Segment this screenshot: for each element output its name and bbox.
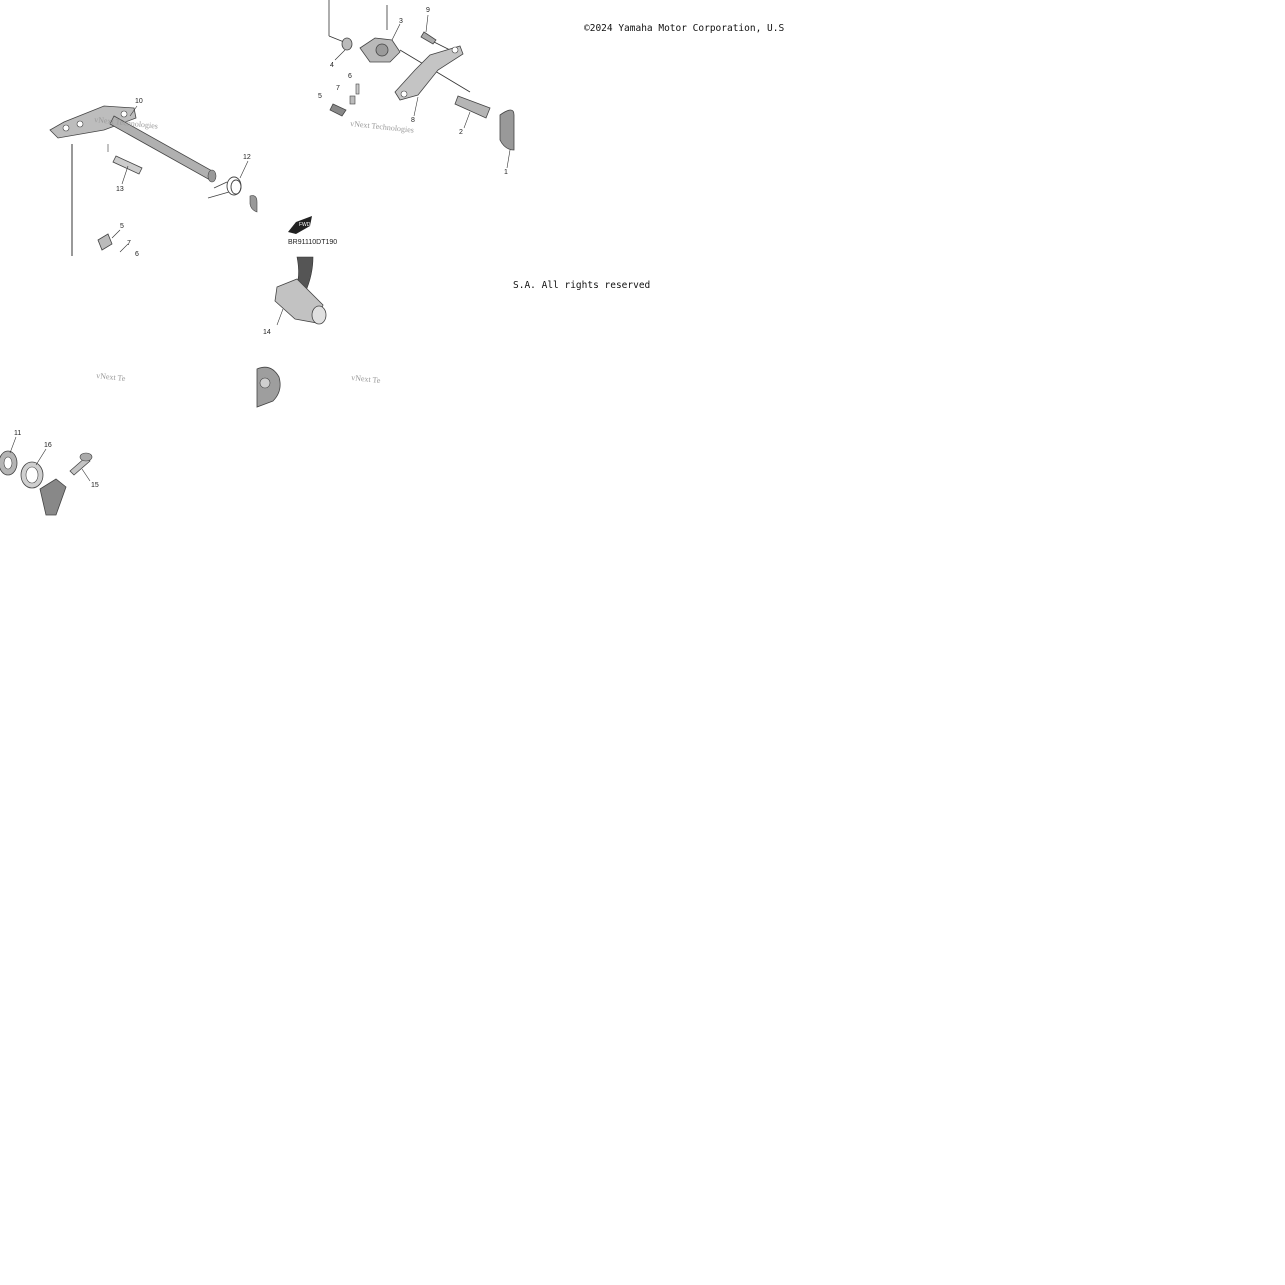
callout-12: 12 bbox=[243, 154, 251, 161]
callout-3: 3 bbox=[399, 18, 403, 25]
callout-1: 1 bbox=[504, 169, 508, 176]
diagram-tile-middle: 14 bbox=[257, 256, 328, 336]
callout-6: 6 bbox=[348, 73, 352, 80]
callout-14: 14 bbox=[263, 329, 271, 336]
watermark-top: vNext Technologies bbox=[350, 119, 415, 135]
diagram-tile-code: FWD BR91110DT190 bbox=[286, 212, 346, 248]
diagram-tile-bottom: 11 16 15 bbox=[0, 425, 104, 516]
callout-2: 2 bbox=[459, 129, 463, 136]
copyright-text-top: ©2024 Yamaha Motor Corporation, U.S bbox=[584, 23, 785, 34]
callout-13: 13 bbox=[116, 186, 124, 193]
fwd-icon: FWD bbox=[299, 222, 311, 228]
callout-9: 9 bbox=[426, 7, 430, 14]
callout-5-left: 5 bbox=[120, 223, 124, 230]
diagram-tile-top: 3 9 4 6 7 5 8 2 1 vNext Technologies bbox=[300, 0, 515, 178]
diagram-tile-watermark-1: vNext Te bbox=[82, 360, 132, 400]
diagram-tile-gear bbox=[256, 363, 283, 408]
diagram-code: BR91110DT190 bbox=[288, 239, 337, 246]
callout-6-left: 6 bbox=[135, 251, 139, 258]
callout-4: 4 bbox=[330, 62, 334, 69]
callout-5: 5 bbox=[318, 93, 322, 100]
callout-7: 7 bbox=[336, 85, 340, 92]
callout-7-left: 7 bbox=[127, 240, 131, 247]
callout-15: 15 bbox=[91, 482, 99, 489]
copyright-text-middle: S.A. All rights reserved bbox=[513, 280, 651, 291]
callout-16: 16 bbox=[44, 442, 52, 449]
diagram-tile-left: 10 12 13 5 7 6 vNext Technologies bbox=[44, 94, 258, 258]
callout-10: 10 bbox=[135, 98, 143, 105]
watermark-middle-right: vNext Te bbox=[351, 373, 382, 385]
watermark-middle-left: vNext Te bbox=[96, 371, 127, 383]
diagram-tile-watermark-2: vNext Te bbox=[338, 362, 390, 404]
callout-11: 11 bbox=[14, 430, 21, 437]
callout-8: 8 bbox=[411, 117, 415, 124]
